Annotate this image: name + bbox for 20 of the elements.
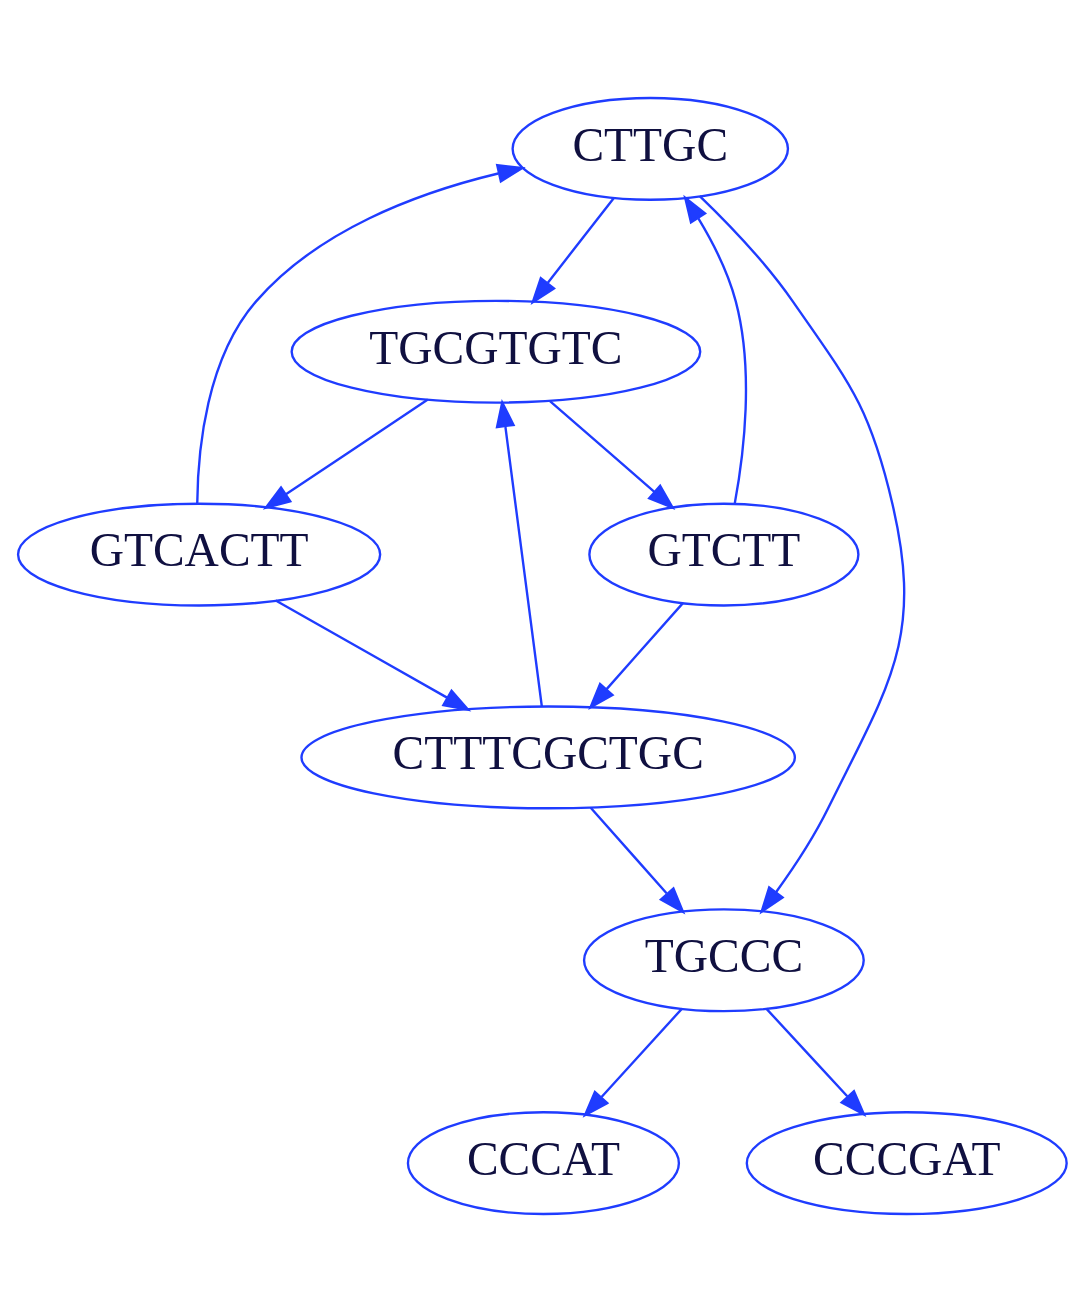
arrow [765,1007,867,1117]
node-ellipse: CCCGAT [745,1110,1068,1215]
arrow [275,598,472,711]
arrow [495,398,543,707]
arrow [683,194,748,504]
arrow [549,399,676,510]
arrow [530,196,615,305]
node-ellipse: CTTGC [511,96,790,201]
node-ellipse: TGCCC [582,907,865,1012]
node-ellipse: CTTTCGCTGC [300,704,797,809]
node-ellipse: GTCTT [588,502,860,607]
node-ellipse: GTCACTT [16,502,382,607]
node-ellipse: CCCAT [406,1110,681,1215]
arrow [262,398,429,510]
arrow [196,163,526,504]
node-ellipse: TGCGTGTC [290,299,702,404]
arrow [589,806,686,914]
arrow [588,601,684,710]
arrow [582,1007,683,1118]
arrow [698,194,906,914]
